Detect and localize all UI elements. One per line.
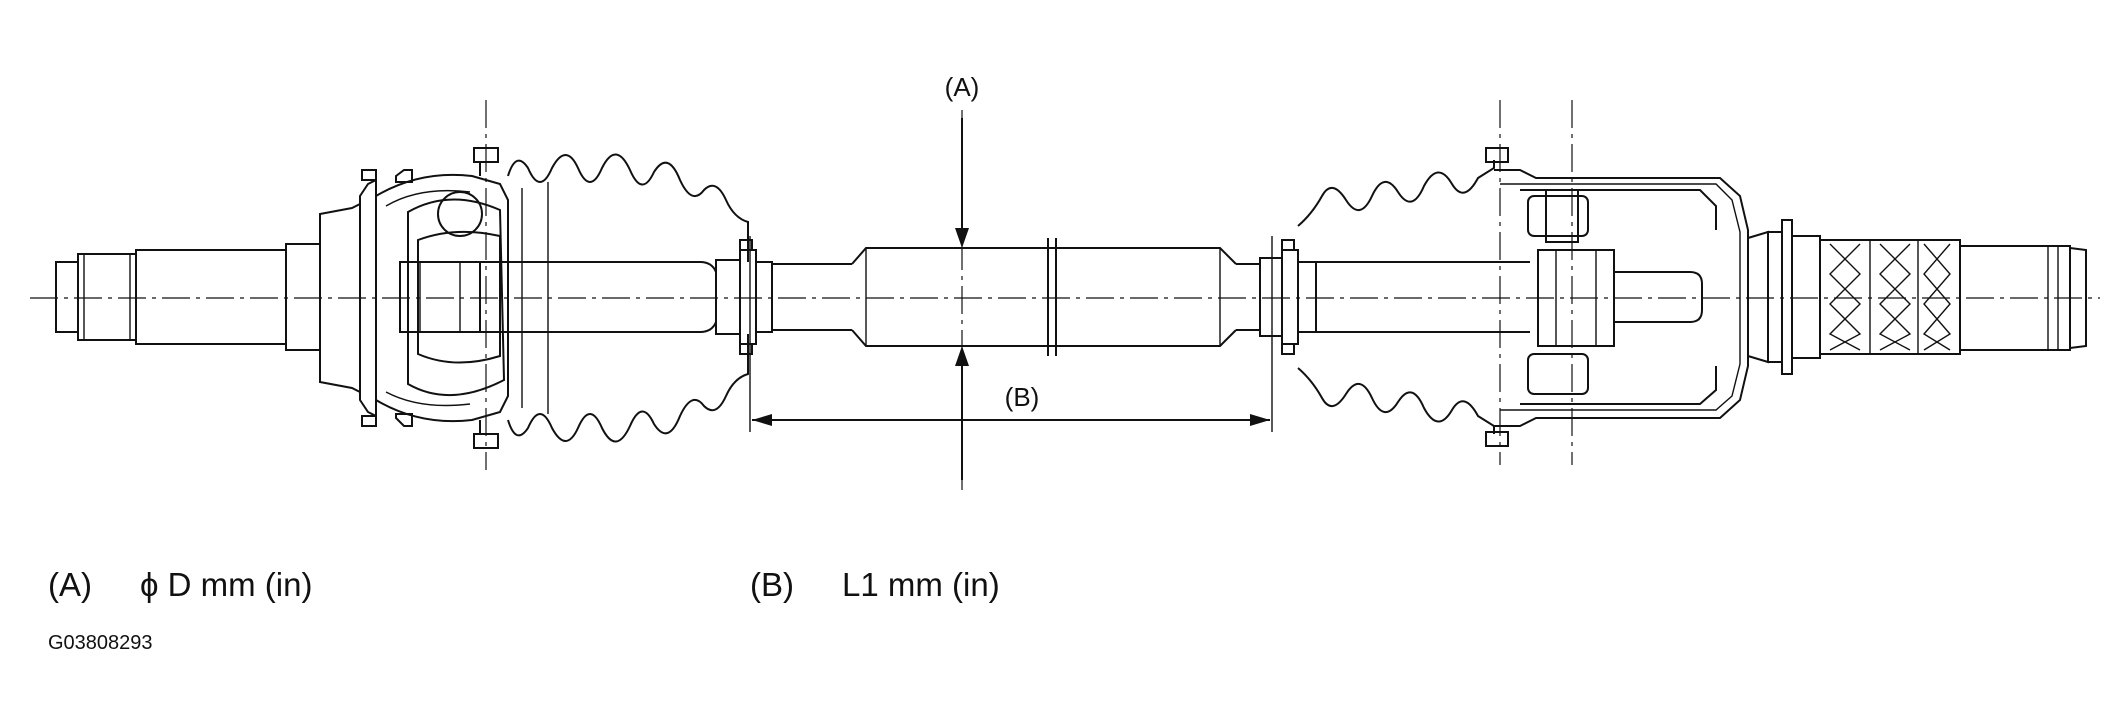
left-shaft-section: [480, 239, 773, 355]
legend-a-description: ϕ D mm (in): [140, 566, 313, 603]
left-outer-joint: [319, 147, 509, 449]
arrow-up-icon: [955, 346, 969, 366]
arrow-right-icon: [1250, 414, 1270, 426]
left-stub-shaft: [55, 243, 321, 351]
legend-b-description: L1 mm (in): [842, 566, 1000, 603]
legend-item-a: (A) ϕ D mm (in): [48, 566, 312, 604]
callout-b-label: (B): [1005, 382, 1040, 412]
right-stub-shaft: [1767, 219, 2087, 375]
left-boot: [507, 153, 749, 443]
figure-id: G03808293: [48, 632, 153, 654]
arrow-down-icon: [955, 228, 969, 248]
diameter-dimension: [955, 118, 969, 480]
right-boot: [1297, 147, 1509, 447]
right-inner-joint: [1494, 169, 1769, 427]
right-shaft-section: [1259, 239, 1530, 355]
callout-a-label: (A): [945, 72, 980, 102]
center-shaft: [772, 238, 1260, 356]
length-dimension: [749, 236, 1273, 432]
legend-b-key: (B): [750, 566, 794, 603]
legend-a-key: (A): [48, 566, 92, 603]
legend-item-b: (B) L1 mm (in): [750, 566, 1000, 604]
arrow-left-icon: [752, 414, 772, 426]
